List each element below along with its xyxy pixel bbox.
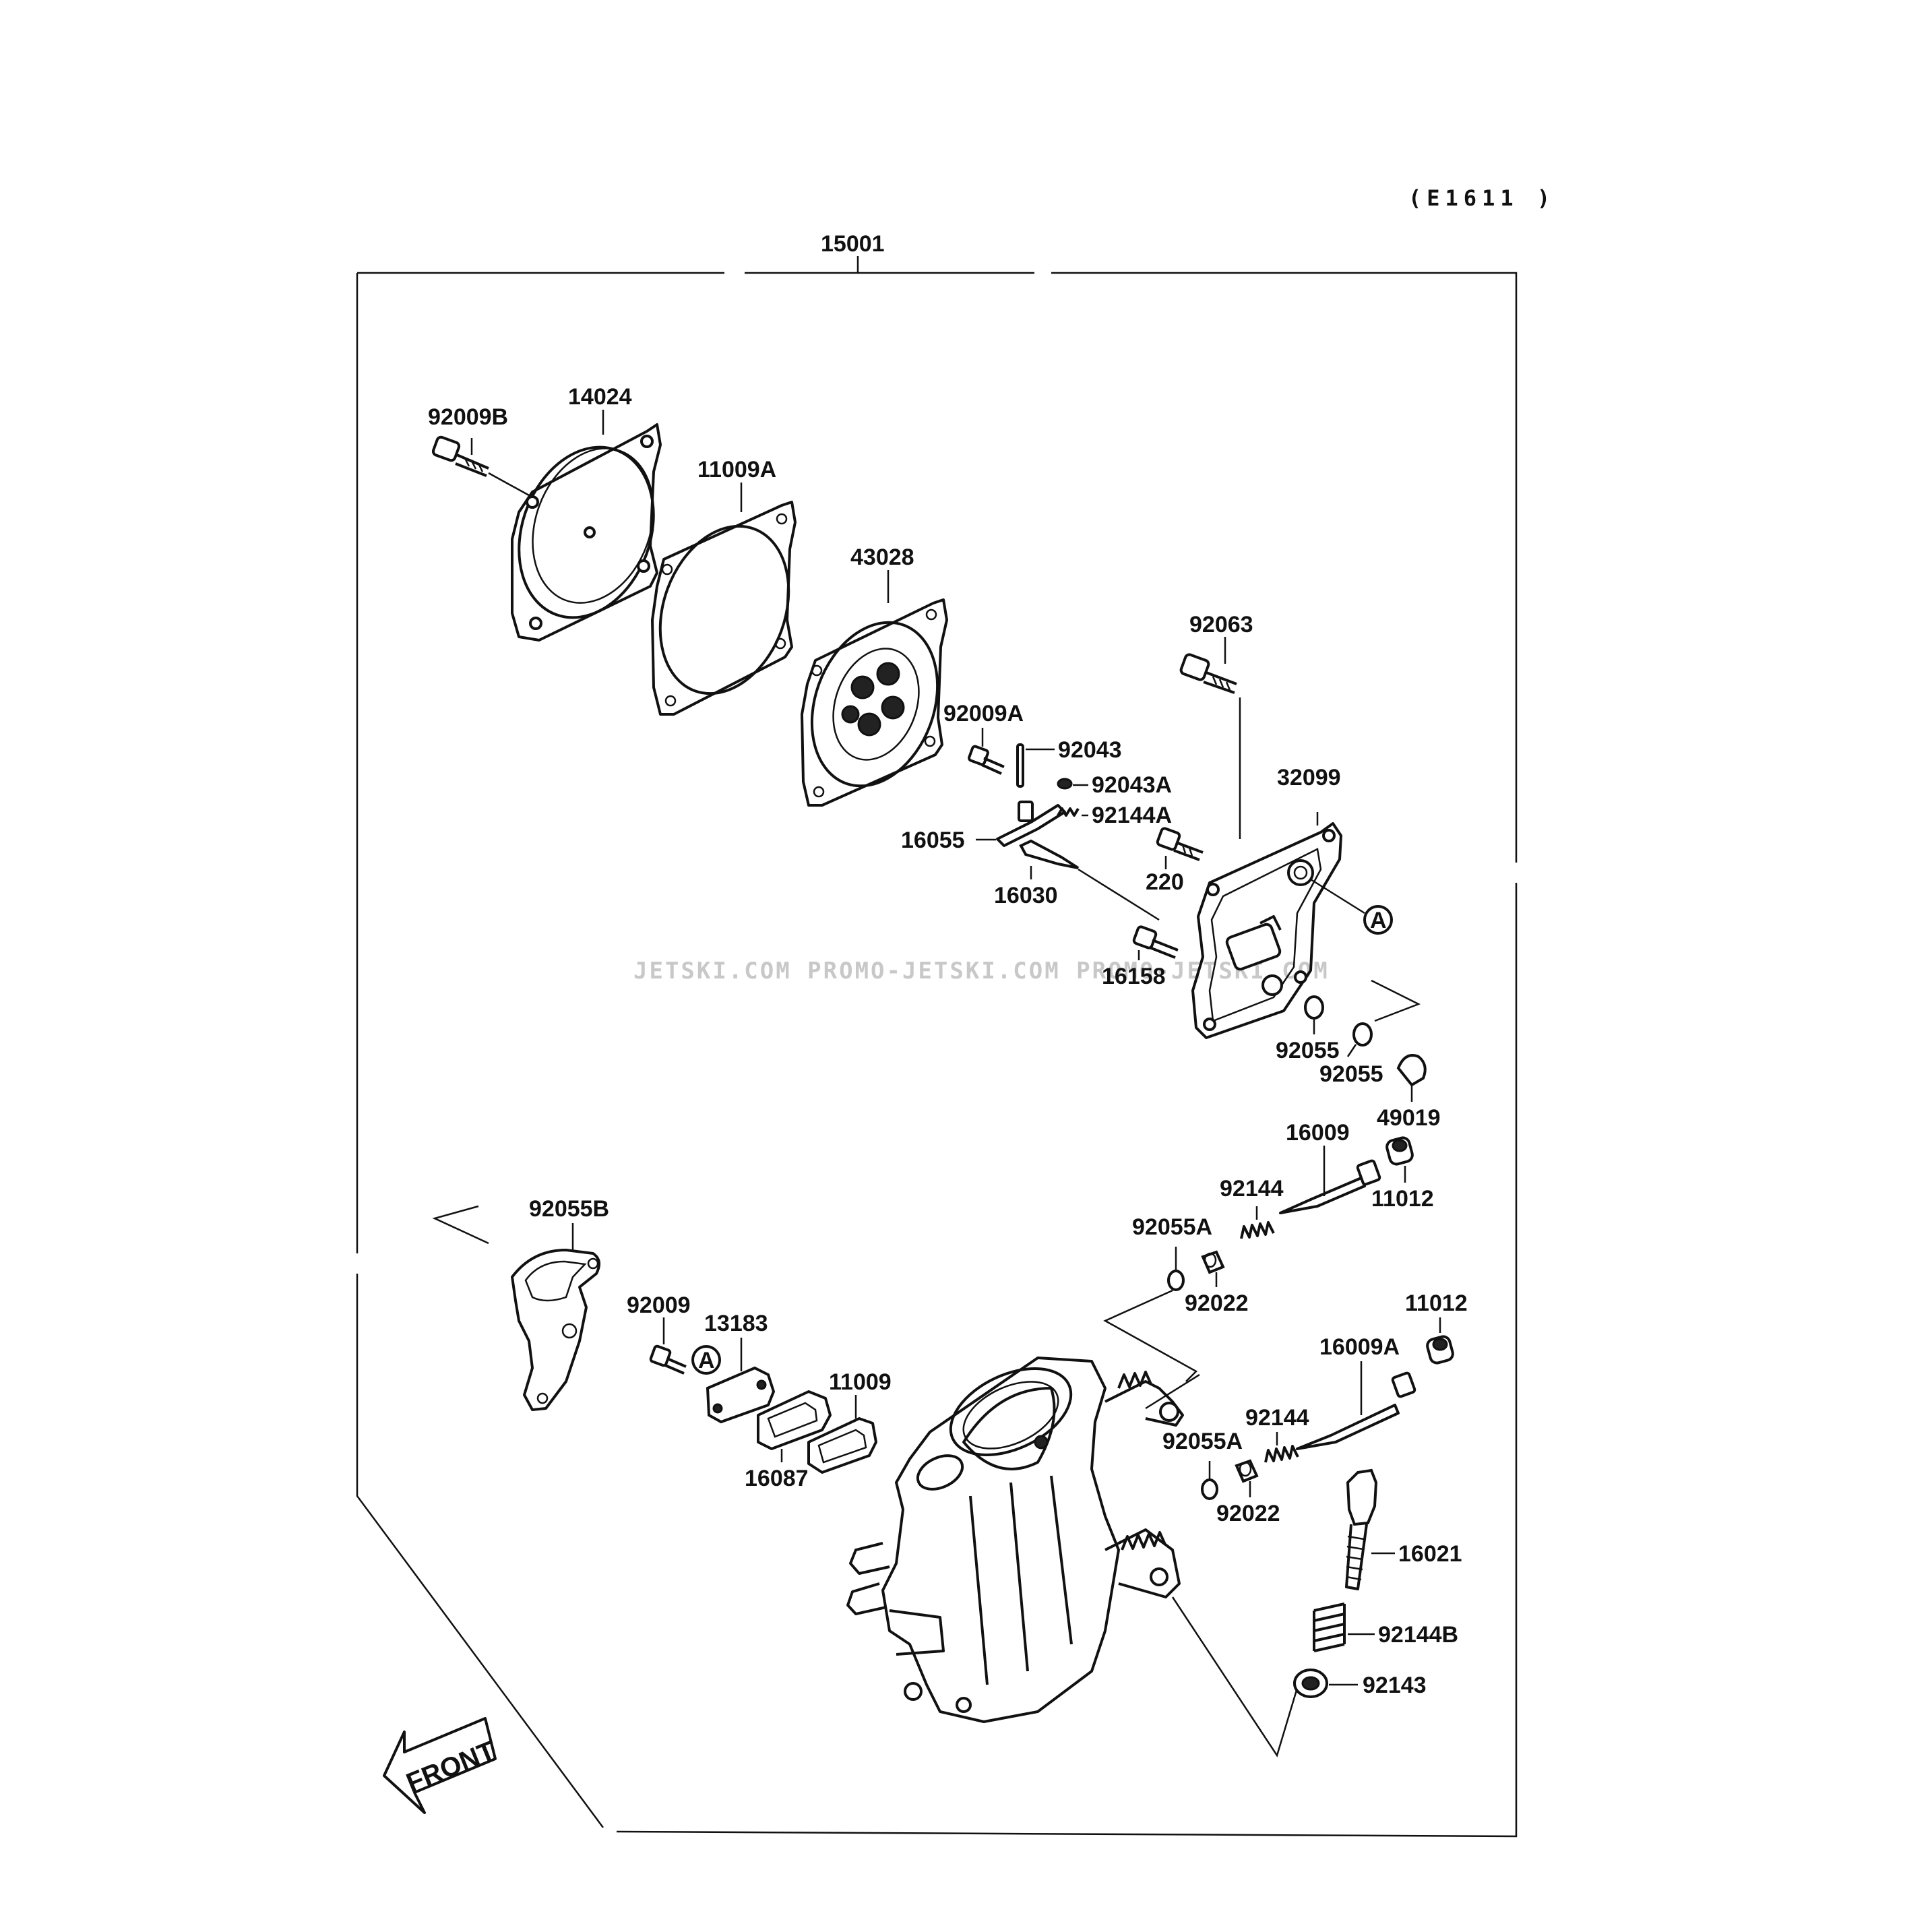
- spring-92144B: [1313, 1602, 1375, 1652]
- pump-cover-32099: [1191, 812, 1342, 1039]
- label-16009: 16009: [1286, 1120, 1350, 1146]
- gasket-16087: [757, 1390, 832, 1462]
- label-92055-b: 92055: [1319, 1061, 1383, 1087]
- label-92055B: 92055B: [529, 1196, 609, 1222]
- cap-11012-lower: [1426, 1317, 1454, 1365]
- adjust-screw-16009A: [1296, 1361, 1416, 1450]
- label-220: 220: [1146, 869, 1184, 895]
- adjust-screw-16009: [1279, 1146, 1381, 1214]
- label-11009A: 11009A: [697, 457, 776, 482]
- label-92144A: 92144A: [1092, 803, 1172, 828]
- pin-92043: [1016, 743, 1055, 788]
- section-chevron-right: [1371, 979, 1421, 1022]
- leader-body-lower-group: [1171, 1596, 1299, 1757]
- watermark: JETSKI.COM PROMO-JETSKI.COM PROMO-JETSKI…: [633, 958, 1330, 985]
- label-92055-a: 92055: [1276, 1038, 1340, 1063]
- label-16021: 16021: [1398, 1541, 1462, 1567]
- o-ring-92055A-lower: [1201, 1461, 1218, 1500]
- clip-92043A: [1057, 778, 1088, 790]
- diaphragm-43028: [801, 598, 948, 807]
- assembly-number: 15001: [821, 231, 885, 257]
- o-ring-92055A-upper: [1167, 1247, 1185, 1291]
- label-92144B: 92144B: [1378, 1622, 1458, 1648]
- o-ring-92055-a: [1304, 995, 1324, 1034]
- leader-body-upper: [1145, 1373, 1200, 1410]
- label-92043A: 92043A: [1092, 772, 1172, 798]
- label-16158: 16158: [1102, 964, 1166, 989]
- label-92055A-upper: 92055A: [1132, 1214, 1212, 1240]
- leader-upper-adjust-group: [1103, 1289, 1198, 1382]
- needle-16030: [1019, 839, 1160, 921]
- label-32099: 32099: [1277, 765, 1341, 790]
- gasket-11009: [807, 1395, 877, 1474]
- label-92144-lower: 92144: [1245, 1405, 1309, 1431]
- label-16030: 16030: [994, 883, 1058, 908]
- label-92022-upper: 92022: [1185, 1290, 1249, 1316]
- label-16087: 16087: [745, 1466, 809, 1491]
- label-16055: 16055: [901, 828, 965, 853]
- label-11012-lower: 11012: [1405, 1290, 1468, 1316]
- section-chevron-left: [432, 1205, 489, 1245]
- svg-text:A: A: [698, 1348, 715, 1373]
- cover-14024: [511, 423, 662, 642]
- label-49019: 49019: [1377, 1105, 1441, 1131]
- screw-220: [1156, 827, 1204, 869]
- label-43028: 43028: [850, 544, 914, 570]
- o-ring-92055-b: [1346, 1022, 1373, 1057]
- label-11012-upper: 11012: [1371, 1186, 1434, 1212]
- screw-16158: [1132, 925, 1179, 960]
- front-label: FRONT: [402, 1736, 499, 1798]
- washer-92022-upper: [1201, 1250, 1225, 1287]
- label-92022-lower: 92022: [1216, 1501, 1280, 1526]
- lever-16055: [976, 801, 1066, 847]
- spring-92144-lower: [1264, 1432, 1299, 1463]
- cover-13183: [706, 1338, 776, 1424]
- diagram-code: (E1611 ): [1408, 185, 1555, 211]
- label-92009A: 92009A: [943, 701, 1024, 726]
- cap-11012-upper: [1385, 1136, 1414, 1183]
- svg-text:A: A: [1370, 908, 1387, 933]
- label-16009A: 16009A: [1319, 1334, 1400, 1360]
- reference-marker-a-upper: A: [1310, 878, 1393, 935]
- front-direction-arrow: FRONT: [383, 1717, 499, 1814]
- gasket-92055B: [511, 1223, 600, 1411]
- label-11009: 11009: [829, 1369, 892, 1395]
- label-92055A-lower: 92055A: [1162, 1429, 1243, 1454]
- label-92043: 92043: [1058, 737, 1122, 763]
- spring-92144-upper: [1240, 1206, 1275, 1239]
- label-92143: 92143: [1363, 1673, 1427, 1698]
- bolt-92009B: [431, 435, 530, 497]
- seal-92143: [1293, 1669, 1358, 1698]
- label-13183: 13183: [704, 1311, 768, 1336]
- bolt-92063: [1179, 637, 1241, 839]
- reference-marker-a-lower: A: [691, 1345, 721, 1375]
- screw-92009: [649, 1317, 687, 1375]
- cap-49019: [1396, 1054, 1427, 1102]
- gasket-11009A: [651, 501, 797, 716]
- label-92009: 92009: [627, 1292, 691, 1318]
- label-14024: 14024: [568, 384, 632, 410]
- label-92009B: 92009B: [428, 404, 508, 430]
- washer-92022-lower: [1235, 1459, 1259, 1497]
- screw-16021: [1345, 1468, 1395, 1590]
- carburetor-body: [846, 1357, 1184, 1723]
- assembly-outline: [356, 272, 1518, 1838]
- label-92144-upper: 92144: [1220, 1176, 1284, 1202]
- bolt-92009A: [968, 728, 1005, 775]
- label-92063: 92063: [1189, 612, 1253, 637]
